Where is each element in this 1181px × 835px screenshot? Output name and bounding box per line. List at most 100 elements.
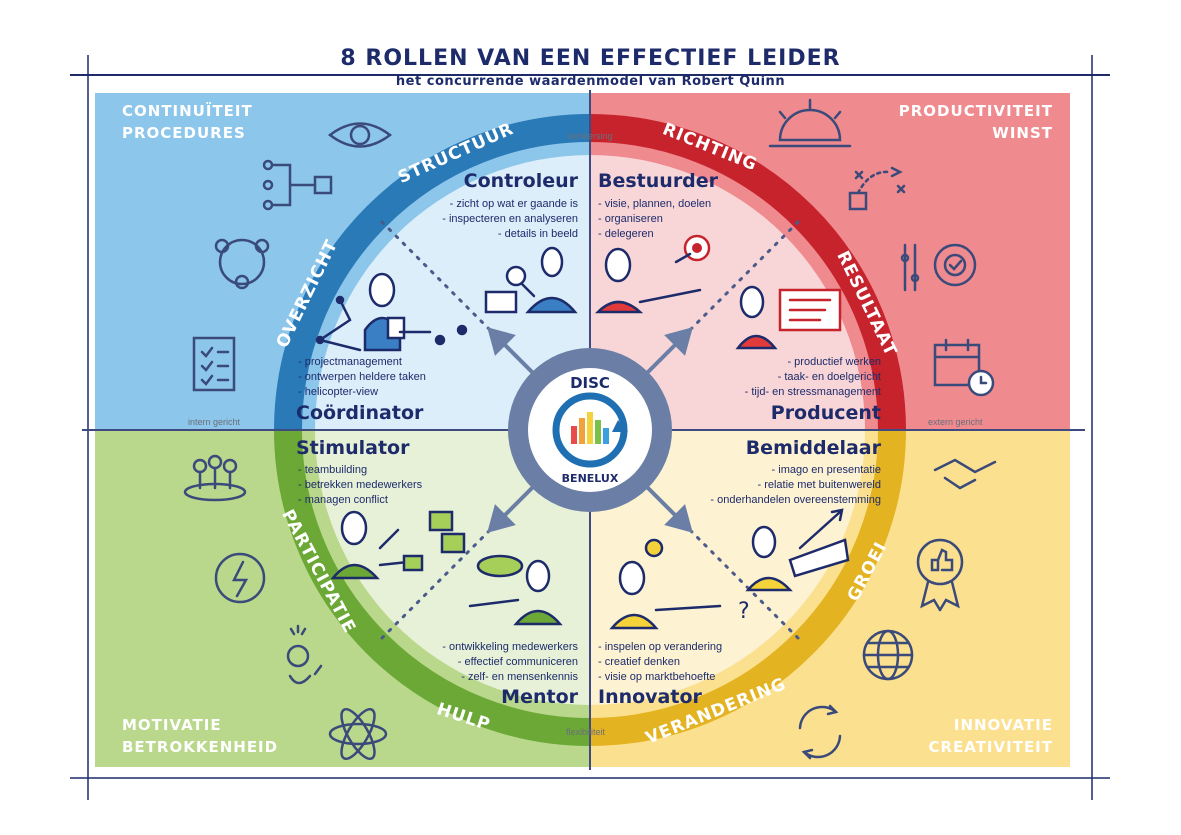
- dotted-diagonal-br: [686, 526, 800, 640]
- gear-check-icon: [933, 243, 977, 287]
- producent-list: - productief werken - taak- en doelgeric…: [745, 355, 881, 400]
- corner-top-left: CONTINUÏTEIT PROCEDURES: [122, 100, 253, 144]
- controleur-figure: [484, 246, 578, 314]
- list-item: - ontwikkeling medewerkers: [442, 641, 578, 653]
- role-controleur: Controleur: [463, 170, 578, 192]
- role-stimulator: Stimulator: [296, 437, 410, 459]
- award-thumbs-up-icon: [916, 538, 964, 612]
- corner-tr-line2: WINST: [992, 124, 1053, 142]
- globe-icon: [862, 629, 914, 681]
- strategy-icon: [848, 166, 906, 211]
- atom-icon: [328, 707, 388, 761]
- controleur-list: - zicht op wat er gaande is - inspectere…: [442, 197, 578, 242]
- axis-label-right: extern gericht: [928, 417, 983, 427]
- innovator-figure: ?: [609, 538, 750, 630]
- corner-top-right: PRODUCTIVITEIT WINST: [899, 100, 1053, 144]
- dotted-diagonal-tr: [686, 220, 800, 334]
- eye-icon: [327, 122, 393, 148]
- arrow-head-br: [664, 504, 693, 533]
- list-item: - creatief denken: [598, 656, 680, 668]
- corner-bottom-left: MOTIVATIE BETROKKENHEID: [122, 714, 278, 758]
- coordinator-figure: [315, 272, 468, 352]
- coordinator-list: - projectmanagement - ontwerpen heldere …: [298, 355, 426, 400]
- list-item: - zelf- en mensenkennis: [461, 671, 578, 683]
- dotted-diagonal-tl: [380, 220, 494, 334]
- list-item: - inspecteren en analyseren: [442, 213, 578, 225]
- list-item: - betrekken medewerkers: [298, 479, 423, 491]
- stimulator-figure: [330, 510, 466, 580]
- list-item: - details in beeld: [497, 228, 578, 240]
- corner-br-line1: INNOVATIE: [953, 716, 1053, 734]
- role-bemiddelaar: Bemiddelaar: [745, 437, 881, 459]
- role-coordinator: Coördinator: [296, 402, 424, 424]
- list-item: - helicopter-view: [298, 386, 379, 398]
- list-item: - managen conflict: [298, 494, 388, 506]
- bestuurder-figure: [594, 234, 711, 314]
- role-mentor: Mentor: [501, 686, 578, 708]
- axis-label-bottom: flexibiliteit: [566, 727, 606, 737]
- arrow-head-tr: [664, 327, 693, 356]
- arrow-head-bl: [487, 504, 516, 533]
- hierarchy-icon: [262, 159, 333, 211]
- svg-text:DISC: DISC: [570, 374, 610, 392]
- list-item: - visie, plannen, doelen: [598, 198, 712, 210]
- cycle-arrows-icon: [798, 704, 842, 760]
- svg-text:?: ?: [738, 599, 750, 624]
- arrow-head-tl: [487, 327, 516, 356]
- list-item: - productief werken: [787, 356, 881, 368]
- list-item: - imago en presentatie: [771, 464, 881, 476]
- corner-tr-line1: PRODUCTIVITEIT: [898, 102, 1053, 120]
- list-item: - delegeren: [598, 228, 654, 240]
- list-item: - onderhandelen overeenstemming: [710, 494, 881, 506]
- bestuurder-list: - visie, plannen, doelen - organiseren -…: [598, 197, 711, 242]
- list-item: - inspelen op verandering: [598, 641, 723, 653]
- mentor-figure: [468, 554, 563, 626]
- corner-tl-line1: CONTINUÏTEIT: [122, 102, 253, 120]
- list-item: - relatie met buitenwereld: [757, 479, 881, 491]
- mentor-list: - ontwikkeling medewerkers - effectief c…: [442, 640, 578, 685]
- dotted-diagonal-bl: [380, 526, 494, 640]
- stimulator-list: - teambuilding - betrekken medewerkers -…: [298, 463, 422, 508]
- sliders-icon: [900, 243, 920, 292]
- axis-label-top: beheersing: [568, 131, 613, 141]
- page-title: 8 ROLLEN VAN EEN EFFECTIEF LEIDER: [340, 46, 841, 71]
- corner-bottom-right: INNOVATIE CREATIVITEIT: [928, 714, 1053, 758]
- list-item: - effectief communiceren: [457, 656, 578, 668]
- idea-person-icon: [286, 624, 323, 685]
- axis-label-left: intern gericht: [188, 417, 241, 427]
- role-innovator: Innovator: [598, 686, 702, 708]
- list-item: - zicht op wat er gaande is: [449, 198, 578, 210]
- list-item: - projectmanagement: [298, 356, 402, 368]
- page-subtitle: het concurrende waardenmodel van Robert …: [395, 74, 786, 89]
- bemiddelaar-list: - imago en presentatie - relatie met bui…: [710, 463, 881, 508]
- disc-benelux-logo: DISC BENELUX: [552, 374, 628, 485]
- list-item: - organiseren: [598, 213, 663, 225]
- corner-bl-line2: BETROKKENHEID: [122, 738, 279, 756]
- list-item: - tijd- en stressmanagement: [744, 386, 881, 398]
- sunrise-icon: [768, 98, 852, 148]
- energy-cycle-icon: [214, 552, 266, 604]
- list-item: - taak- en doelgericht: [777, 371, 881, 383]
- list-item: - visie op marktbehoefte: [598, 671, 716, 683]
- corner-br-line2: CREATIVITEIT: [928, 738, 1053, 756]
- calendar-clock-icon: [933, 338, 995, 397]
- innovator-list: - inspelen op verandering - creatief den…: [598, 640, 722, 685]
- handshake-icon: [933, 458, 997, 490]
- corner-tl-line2: PROCEDURES: [122, 124, 246, 142]
- team-cheer-icon: [183, 454, 247, 502]
- team-icon: [214, 238, 270, 290]
- list-item: - ontwerpen heldere taken: [298, 371, 426, 383]
- list-item: - teambuilding: [298, 464, 368, 476]
- bemiddelaar-figure: [745, 508, 850, 592]
- producent-figure: [735, 285, 842, 350]
- ring-segment-red: [589, 114, 906, 431]
- ring-segment-green: [274, 429, 591, 746]
- svg-text:BENELUX: BENELUX: [562, 472, 619, 485]
- checklist-icon: [192, 336, 236, 392]
- corner-bl-line1: MOTIVATIE: [122, 716, 222, 734]
- role-producent: Producent: [770, 402, 881, 424]
- ring-segment-blue: [274, 114, 591, 431]
- role-bestuurder: Bestuurder: [598, 170, 719, 192]
